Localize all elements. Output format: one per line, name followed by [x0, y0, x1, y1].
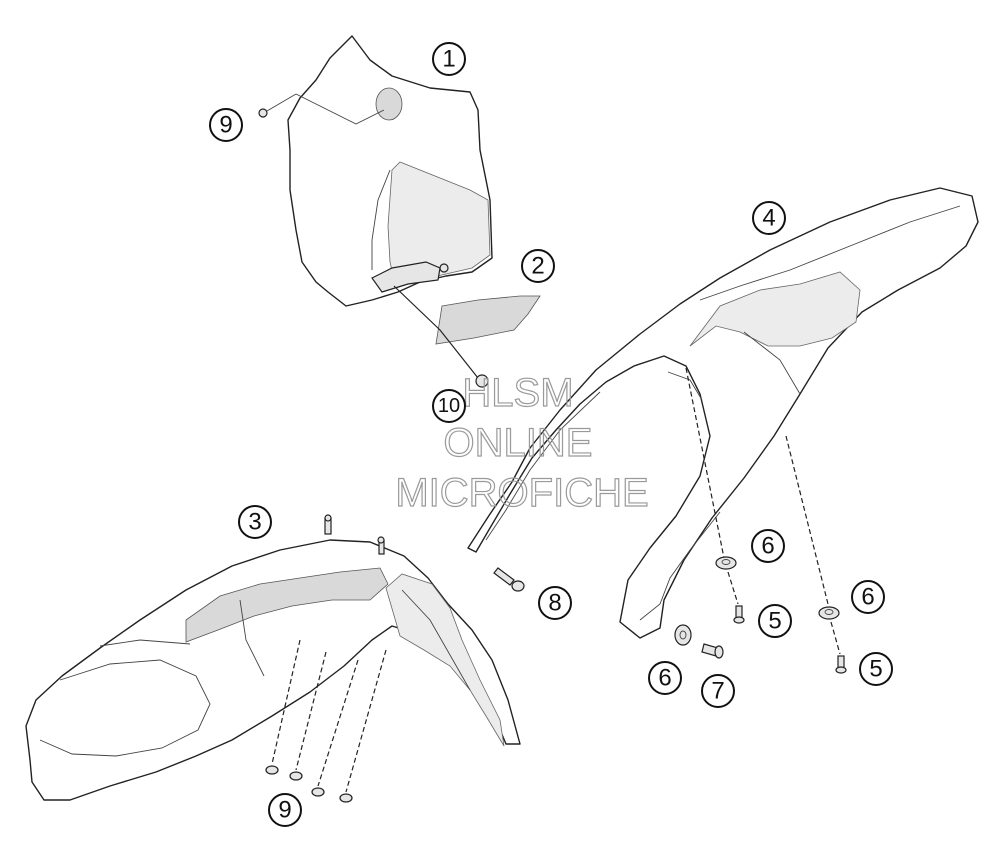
leader-screw-right: [830, 621, 841, 655]
svg-text:6: 6: [761, 533, 774, 560]
callout-10: 10: [432, 389, 466, 423]
plate-fastener: [475, 374, 489, 388]
leader-rear-right: [785, 435, 831, 613]
screw-8: [493, 567, 525, 592]
svg-text:6: 6: [658, 665, 671, 692]
screw-right: [835, 655, 847, 674]
bolt-7: [701, 643, 724, 659]
svg-text:5: 5: [869, 656, 882, 683]
svg-text:10: 10: [438, 395, 460, 417]
callout-6-lower: 6: [648, 661, 682, 695]
callout-5-right: 5: [859, 652, 893, 686]
rear-fender: [467, 187, 979, 639]
watermark-line-3: MICROFICHE: [395, 471, 648, 515]
svg-text:9: 9: [219, 112, 232, 139]
svg-text:2: 2: [531, 253, 544, 280]
svg-text:4: 4: [762, 205, 775, 232]
front-fender: [25, 539, 521, 801]
leader-screw-upper: [727, 571, 739, 605]
number-plate-sticker: [435, 295, 541, 345]
watermark: HLSM ONLINE MICROFICHE: [395, 370, 650, 515]
collar-right: [818, 606, 840, 620]
svg-text:6: 6: [861, 584, 874, 611]
callout-3: 3: [238, 505, 272, 539]
callout-6-upper: 6: [751, 529, 785, 563]
callout-1: 1: [432, 42, 466, 76]
callout-4: 4: [752, 201, 786, 235]
watermark-line-2: ONLINE: [444, 421, 593, 465]
svg-text:9: 9: [278, 797, 291, 824]
leader-plate-to-10: [393, 285, 479, 379]
callout-7: 7: [701, 674, 735, 708]
washer-lower: [674, 624, 692, 646]
callout-9-bottom: 9: [268, 793, 302, 827]
number-plate: [287, 35, 493, 307]
callout-5-upper: 5: [758, 604, 792, 638]
svg-text:8: 8: [548, 590, 561, 617]
watermark-line-1: HLSM: [462, 371, 573, 415]
callout-6-right: 6: [851, 580, 885, 614]
collar-upper: [715, 556, 737, 570]
callout-8: 8: [538, 586, 572, 620]
screw-upper: [733, 605, 745, 624]
front-fender-pins: [324, 514, 385, 555]
svg-text:7: 7: [711, 678, 724, 705]
callout-9-top: 9: [209, 108, 243, 142]
svg-text:3: 3: [248, 509, 261, 536]
callout-2: 2: [521, 249, 555, 283]
leader-rear-left: [685, 367, 725, 559]
front-fender-screws: [265, 639, 387, 803]
plate-screw-top: [258, 93, 297, 118]
svg-text:5: 5: [768, 608, 781, 635]
svg-text:1: 1: [442, 46, 455, 73]
